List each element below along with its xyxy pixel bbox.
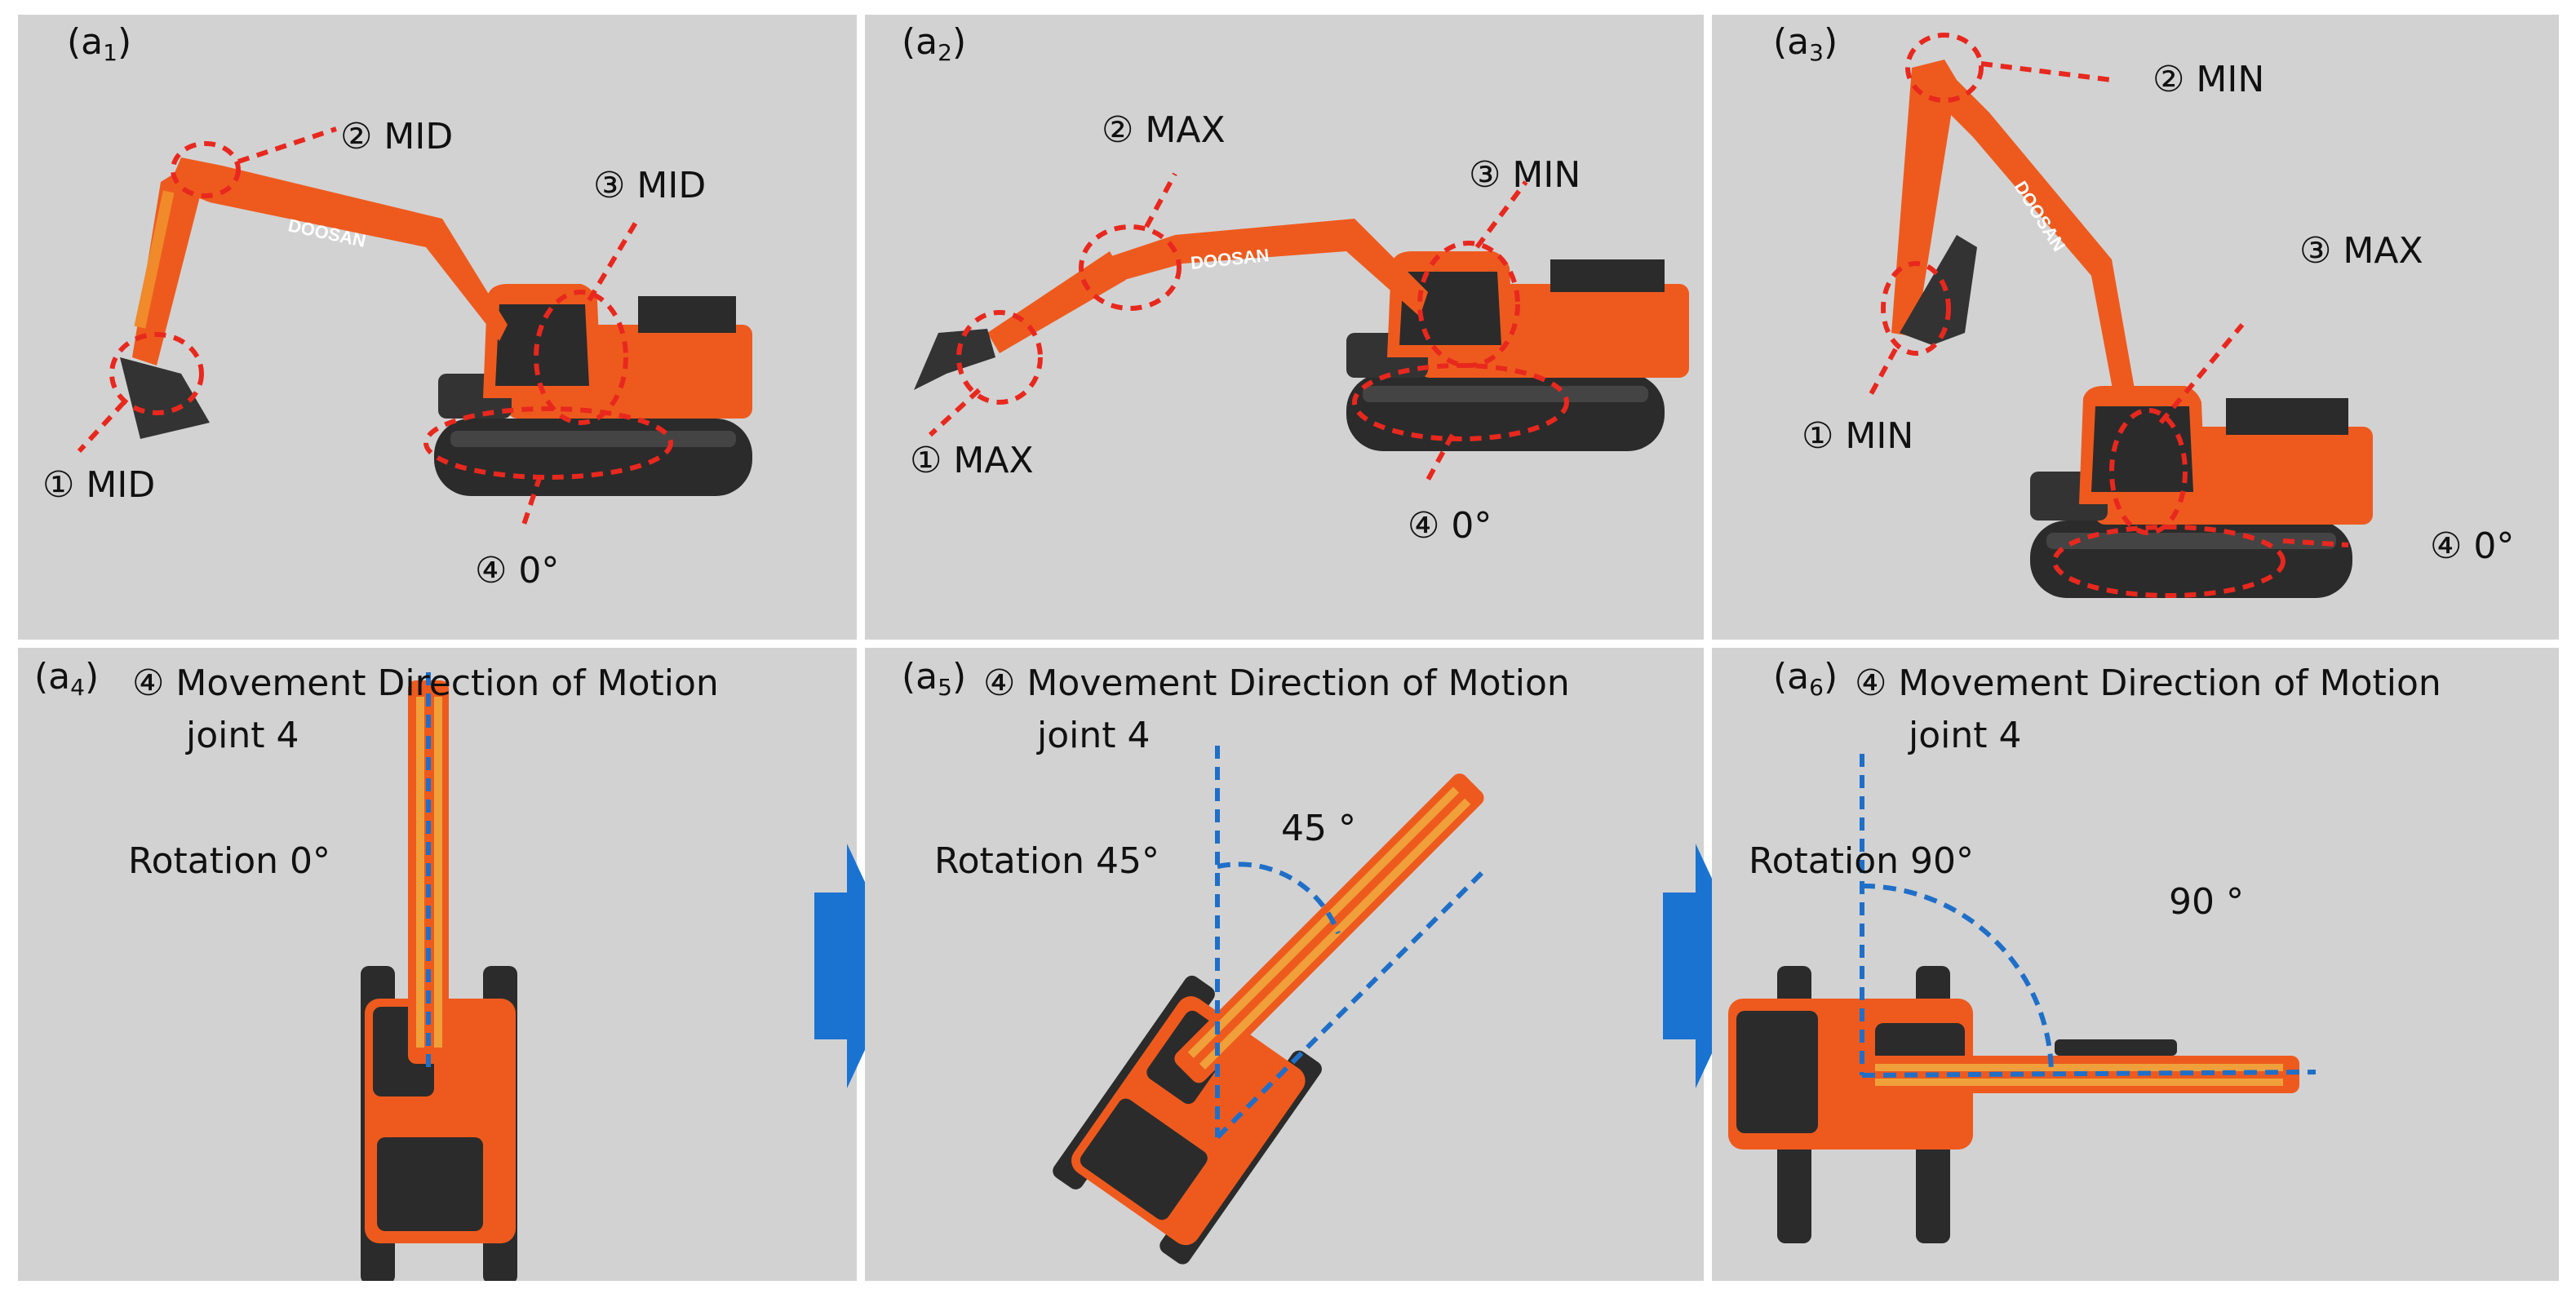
motion-header-line2: joint 4 — [186, 714, 299, 756]
motion-header: ④ Movement Direction of Motion joint 4 — [1855, 658, 2441, 762]
motion-header-line2: joint 4 — [1037, 714, 1151, 756]
motion-header: ④ Movement Direction of Motion joint 4 — [132, 658, 719, 762]
motion-header-line1: ④ Movement Direction of Motion — [1855, 662, 2441, 704]
panel-label: (a5) — [902, 656, 966, 701]
annotation-joint2: ② MIN — [2153, 59, 2265, 100]
rotation-label: Rotation 0° — [128, 840, 330, 882]
annotation-joint3: ③ MIN — [1469, 154, 1581, 196]
excavator-side-raised-illustration: DOOSAN (a3) — [1773, 21, 2373, 598]
annotation-joint4: ④ 0° — [475, 550, 560, 591]
panel-label: (a4) — [34, 656, 99, 701]
annotation-joint4: ④ 0° — [2430, 525, 2515, 567]
annotation-joint1: ① MIN — [1802, 415, 1914, 457]
panel-a5: (a5) ④ Movement Direction of Motion join… — [865, 648, 1704, 1281]
excavator-top-rotation-45-illustration: (a5) — [902, 656, 1488, 1265]
panel-a3: DOOSAN (a3) ② MIN ③ MAX ① MIN ④ 0° — [1712, 15, 2559, 640]
angle-label: 90 ° — [2169, 881, 2244, 923]
annotation-joint2: ② MID — [340, 116, 454, 157]
annotation-joint3: ③ MAX — [2299, 230, 2423, 272]
annotation-joint4: ④ 0° — [1408, 505, 1492, 547]
panel-label: (a2) — [902, 21, 966, 66]
panel-a2: DOOSAN (a2) ② MAX ③ MIN ① MAX ④ 0° — [865, 15, 1704, 640]
right-arrow-icon — [814, 844, 904, 1088]
right-arrow-icon — [1663, 844, 1753, 1088]
annotation-joint2: ② MAX — [1102, 109, 1226, 151]
motion-header-line1: ④ Movement Direction of Motion — [983, 662, 1570, 704]
panel-label: (a3) — [1773, 21, 1838, 66]
angle-label: 45 ° — [1281, 808, 1356, 849]
excavator-top-rotation-0-illustration: (a4) — [34, 656, 517, 1281]
excavator-side-mid-illustration: DOOSAN (a1) — [67, 21, 752, 525]
motion-header: ④ Movement Direction of Motion joint 4 — [983, 658, 1570, 762]
rotation-label: Rotation 45° — [934, 840, 1159, 882]
excavator-side-extended-illustration: DOOSAN (a2) — [902, 21, 1689, 481]
motion-header-line2: joint 4 — [1909, 714, 2022, 756]
panel-label: (a6) — [1773, 656, 1838, 701]
annotation-joint1: ① MAX — [910, 440, 1034, 481]
panel-a6: (a6) ④ Movement Direction of Motion join… — [1712, 648, 2559, 1281]
excavator-top-rotation-90-illustration: (a6) — [1728, 656, 2317, 1243]
rotation-label: Rotation 90° — [1749, 840, 1974, 882]
motion-header-line1: ④ Movement Direction of Motion — [132, 662, 719, 704]
panel-a1: DOOSAN (a1) ② MID ③ MID ① MID ④ 0° — [18, 15, 857, 640]
annotation-joint3: ③ MID — [593, 165, 707, 206]
panel-a4: (a4) ④ Movement Direction of Motion join… — [18, 648, 857, 1281]
panel-label: (a1) — [67, 21, 131, 66]
annotation-joint1: ① MID — [42, 464, 156, 506]
